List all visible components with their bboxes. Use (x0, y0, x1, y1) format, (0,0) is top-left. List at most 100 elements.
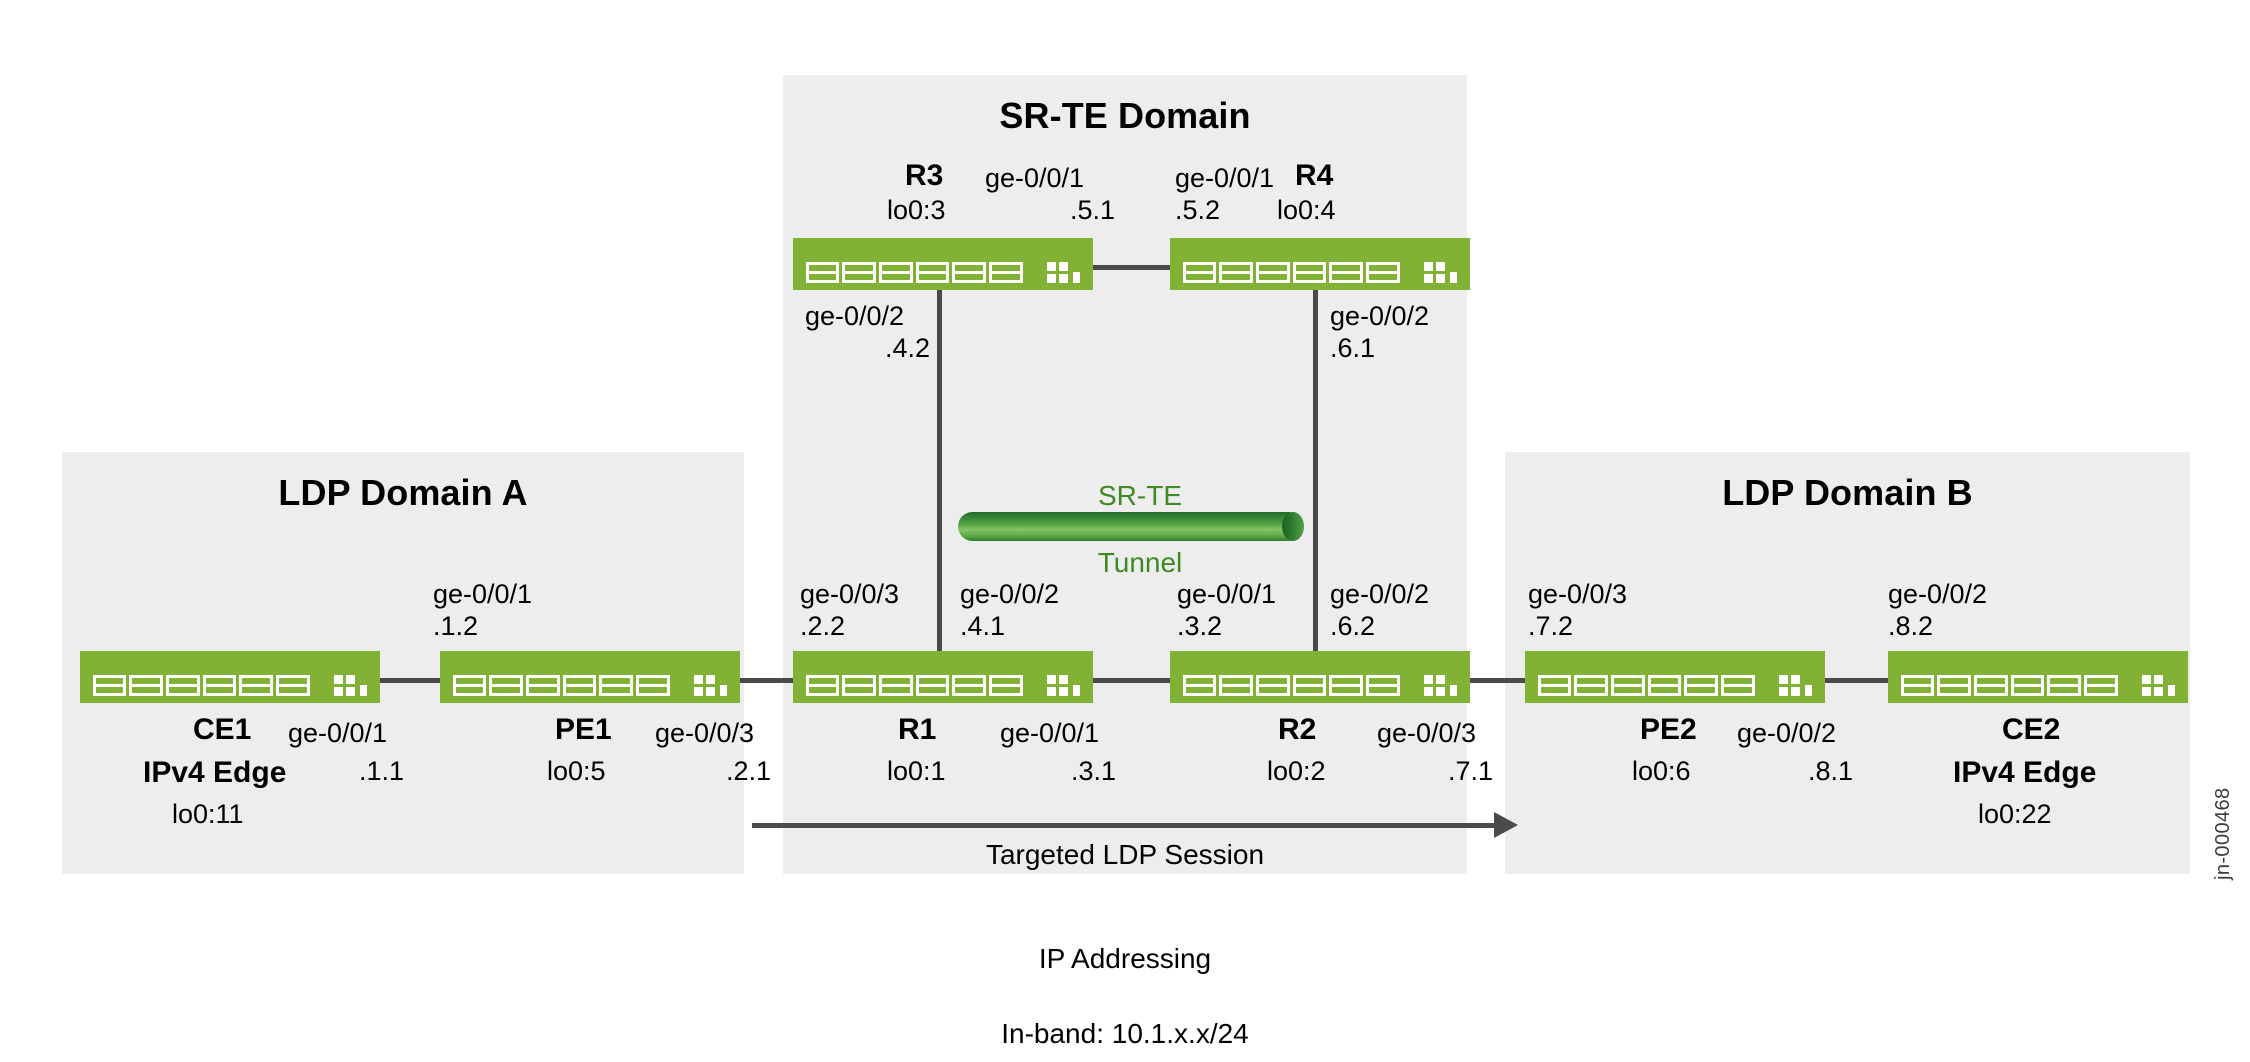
label-iface-r4-ge002-addr: .6.1 (1330, 333, 1376, 363)
label-iface-r2-ge001-addr: .3.2 (1177, 611, 1223, 641)
device-ports (805, 262, 1084, 284)
label-node-ce2: CE2 (2002, 713, 2061, 746)
device-r4[interactable] (1170, 238, 1470, 290)
domain-title-sr-te: SR-TE Domain (999, 95, 1251, 136)
device-ce1[interactable] (80, 651, 380, 703)
port (915, 675, 950, 697)
port (202, 675, 237, 697)
label-loopback-r2: lo0:2 (1267, 756, 1326, 786)
label-iface-r4-ge002-name: ge-0/0/2 (1330, 301, 1430, 331)
tunnel-label-line1: SR-TE (1098, 479, 1182, 511)
label-iface-pe1-ge003-addr: .2.1 (725, 756, 771, 786)
label-node-r4: R4 (1295, 159, 1334, 192)
ip-addressing-heading: IP Addressing (1038, 943, 1212, 975)
device-r3[interactable] (793, 238, 1093, 290)
label-iface-r2-ge002-name: ge-0/0/2 (1330, 579, 1430, 609)
port (1329, 262, 1363, 284)
port (1329, 675, 1363, 697)
label-iface-r2-ge003-name: ge-0/0/3 (1377, 718, 1477, 748)
label-node-pe1: PE1 (555, 713, 612, 746)
label-loopback-ce2: lo0:22 (1978, 799, 2052, 829)
label-iface-pe1-ge001-name: ge-0/0/1 (433, 579, 533, 609)
port (1684, 675, 1718, 697)
label-iface-r1-ge001-name: ge-0/0/1 (1000, 718, 1100, 748)
label-node-r3: R3 (905, 159, 944, 192)
port (635, 675, 670, 697)
port (489, 675, 523, 697)
device-status-leds (693, 675, 728, 697)
label-iface-r1-ge003-name: ge-0/0/3 (800, 579, 900, 609)
label-loopback-ce1: lo0:11 (172, 799, 244, 829)
port (805, 262, 840, 284)
port (1365, 262, 1400, 284)
port (1365, 675, 1400, 697)
label-iface-r2-ge001-name: ge-0/0/1 (1177, 579, 1277, 609)
link-r4-r2 (1313, 285, 1318, 680)
label-iface-r3-ge001-addr: .5.1 (1069, 195, 1115, 225)
device-pe2[interactable] (1525, 651, 1825, 703)
link-pe1-r1 (730, 678, 812, 683)
port (452, 675, 487, 697)
port (1292, 262, 1327, 284)
tunnel-label-line2: Tunnel (1097, 546, 1183, 578)
label-loopback-r3: lo0:3 (887, 195, 946, 225)
device-ce2[interactable] (1888, 651, 2188, 703)
port (842, 262, 876, 284)
tunnel-label: SR-TE Tunnel (1020, 445, 1260, 579)
device-pe1[interactable] (440, 651, 740, 703)
port (1182, 262, 1217, 284)
label-iface-r3-ge002-addr: .4.2 (884, 333, 930, 363)
port (599, 675, 633, 697)
device-ports (452, 675, 731, 697)
label-iface-r1-ge003-addr: .2.2 (800, 611, 846, 641)
label-node-r1: R1 (898, 713, 937, 746)
label-iface-pe2-ge002-addr: .8.1 (1807, 756, 1853, 786)
device-ports (92, 675, 371, 697)
port (988, 675, 1023, 697)
device-status-leds (1423, 675, 1458, 697)
label-iface-pe2-ge003-name: ge-0/0/3 (1528, 579, 1628, 609)
port (1973, 675, 2008, 697)
port (1182, 675, 1217, 697)
port (1574, 675, 1608, 697)
label-iface-r1-ge002-addr: .4.1 (960, 611, 1006, 641)
device-status-leds (2141, 675, 2176, 697)
port (1937, 675, 1971, 697)
label-role-ce2: IPv4 Edge (1953, 756, 2097, 789)
targeted-ldp-session-label: Targeted LDP Session (985, 839, 1265, 870)
port (165, 675, 200, 697)
port (92, 675, 127, 697)
sr-te-tunnel-pipe (958, 512, 1304, 541)
port (952, 675, 986, 697)
port (1255, 675, 1290, 697)
port (2083, 675, 2118, 697)
port (1219, 675, 1253, 697)
label-iface-ce2-ge002-name: ge-0/0/2 (1888, 579, 1988, 609)
label-role-ce1: IPv4 Edge (143, 756, 287, 789)
domain-title-ldp-b: LDP Domain B (1722, 472, 1973, 513)
device-ports (1537, 675, 1816, 697)
device-r2[interactable] (1170, 651, 1470, 703)
label-iface-pe1-ge001-addr: .1.2 (433, 611, 479, 641)
port (952, 262, 986, 284)
device-ports (1182, 262, 1461, 284)
label-loopback-pe2: lo0:6 (1632, 756, 1691, 786)
device-ports (805, 675, 1084, 697)
label-iface-r2-ge003-addr: .7.1 (1447, 756, 1493, 786)
label-iface-ce1-ge001-name: ge-0/0/1 (288, 718, 388, 748)
figure-id-watermark: jn-000468 (2212, 787, 2234, 880)
port (878, 262, 913, 284)
port (1292, 675, 1327, 697)
label-iface-r2-ge002-addr: .6.2 (1330, 611, 1376, 641)
targeted-ldp-session-arrow-head (1494, 812, 1518, 838)
link-r2-pe2 (1443, 678, 1528, 683)
device-r1[interactable] (793, 651, 1093, 703)
port (805, 675, 840, 697)
port (988, 262, 1023, 284)
device-status-leds (1423, 262, 1458, 284)
domain-title-ldp-a: LDP Domain A (278, 472, 528, 513)
label-iface-r3-ge001-name: ge-0/0/1 (985, 163, 1085, 193)
label-node-ce1: CE1 (193, 713, 252, 746)
port (1610, 675, 1645, 697)
